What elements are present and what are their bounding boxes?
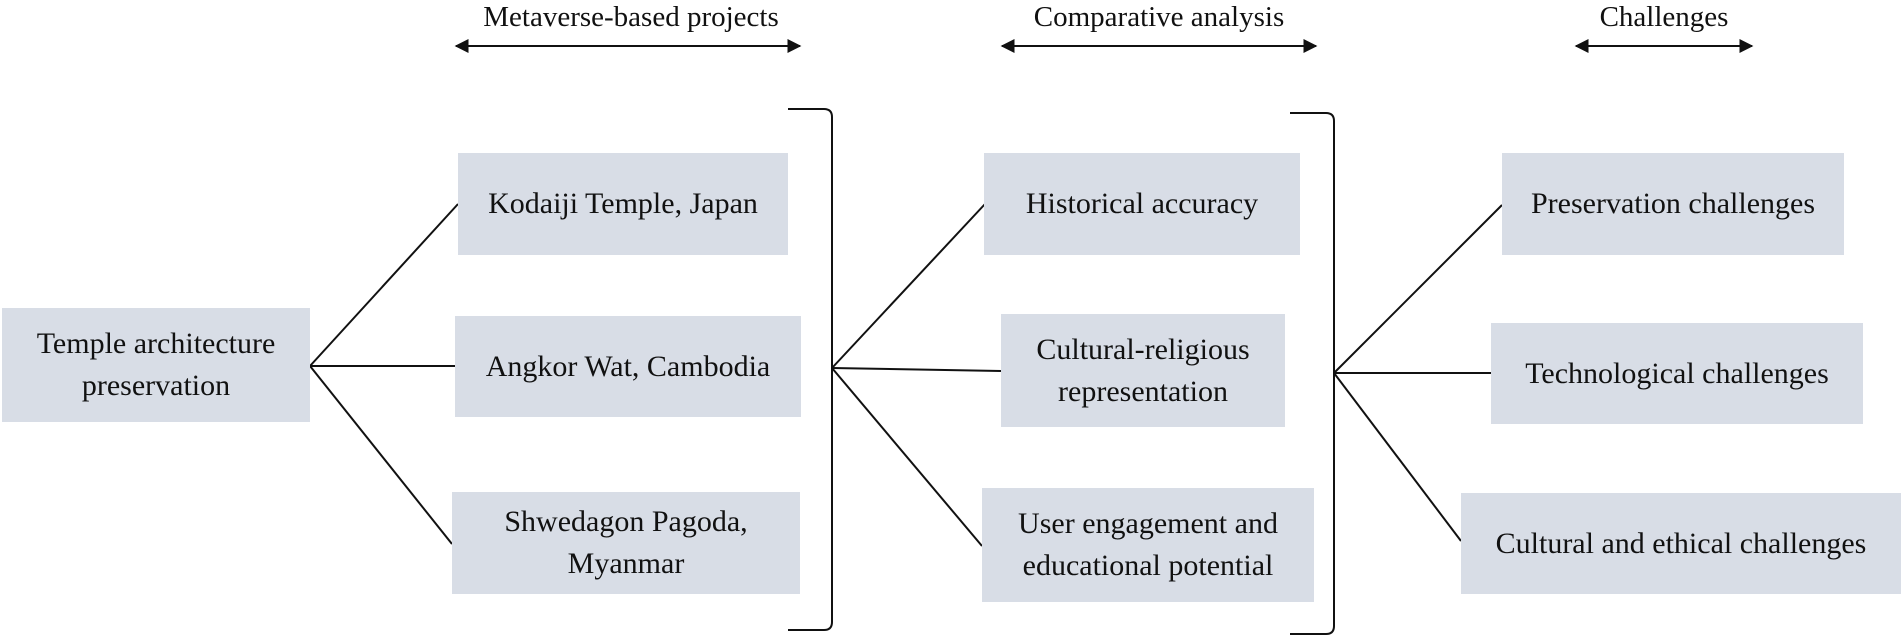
challenge-label: Technological challenges	[1525, 356, 1829, 390]
challenge-label: Preservation challenges	[1530, 187, 1816, 220]
header-metaverse-projects: Metaverse-based projects	[483, 1, 779, 33]
project-label: Angkor Wat, Cambodia	[485, 349, 771, 383]
header-comparative-analysis: Comparative analysis	[1033, 1, 1285, 33]
challenge-label: Cultural and ethical challenges	[1495, 526, 1867, 560]
connector-root-shwedagon	[309, 365, 453, 545]
connector-projects-engagement	[831, 367, 983, 547]
challenge-cultural-ethical: Cultural and ethical challenges	[1461, 493, 1901, 594]
project-label: Shwedagon Pagoda, Myanmar	[504, 505, 748, 580]
root-temple-architecture: Temple architecture preservation	[2, 308, 310, 422]
analysis-label: User engagement and educational potentia…	[1018, 507, 1278, 582]
connector-projects-historical	[831, 203, 986, 369]
connector-projects-cultural	[831, 367, 1002, 372]
connector-analysis-cultural-ethical	[1333, 372, 1462, 542]
root-label: Temple architecture preservation	[36, 327, 276, 402]
challenge-technological: Technological challenges	[1491, 323, 1863, 424]
analysis-historical-accuracy: Historical accuracy	[984, 153, 1300, 255]
analysis-cultural-religious: Cultural-religious representation	[1001, 314, 1285, 427]
analysis-label: Cultural-religious representation	[1036, 332, 1250, 408]
project-label: Kodaiji Temple, Japan	[488, 187, 758, 220]
analysis-user-engagement: User engagement and educational potentia…	[982, 488, 1314, 602]
header-challenges: Challenges	[1599, 1, 1729, 33]
project-kodaiji: Kodaiji Temple, Japan	[458, 153, 788, 255]
project-angkor-wat: Angkor Wat, Cambodia	[455, 316, 801, 417]
connector-root-kodaiji	[309, 203, 459, 367]
analysis-label: Historical accuracy	[1025, 187, 1259, 220]
challenge-preservation: Preservation challenges	[1502, 153, 1844, 255]
connector-analysis-preservation	[1333, 204, 1503, 374]
project-shwedagon: Shwedagon Pagoda, Myanmar	[452, 492, 800, 594]
